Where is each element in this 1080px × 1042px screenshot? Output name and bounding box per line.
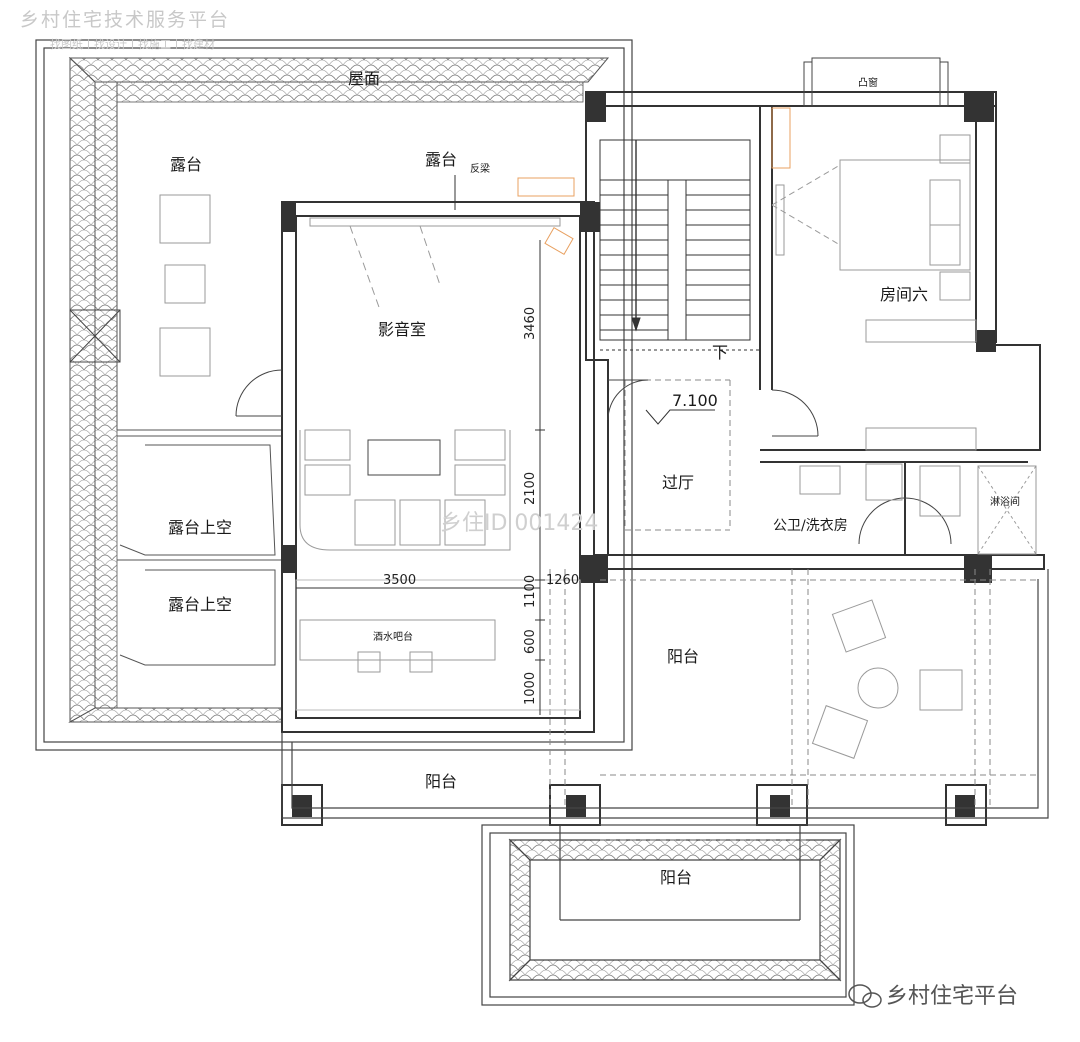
dim-3500: 3500	[383, 573, 416, 588]
vent-shaft	[69, 309, 121, 363]
roof-tile-band	[68, 56, 610, 723]
label-terrace-void-1: 露台上空	[168, 518, 232, 537]
roof-outline	[35, 39, 633, 751]
label-terrace-top: 露台	[425, 150, 457, 169]
bedroom-furniture	[771, 57, 977, 451]
dim-1100: 1100	[523, 575, 538, 608]
label-balcony-bottom: 阳台	[660, 868, 692, 887]
elevation-marker	[645, 409, 715, 425]
label-bath-laundry: 公卫/洗衣房	[773, 518, 848, 534]
label-stair-down: 下	[712, 343, 728, 362]
label-bay-window: 凸窗	[858, 76, 878, 89]
cinema-furniture	[295, 217, 581, 711]
dim-1260: 1260	[546, 573, 579, 588]
watermark-top-sub: 找图纸丨找设计丨找施工丨找建材	[50, 37, 215, 51]
label-hall: 过厅	[662, 473, 694, 492]
label-cinema: 影音室	[378, 320, 426, 339]
label-bar: 酒水吧台	[373, 630, 413, 643]
label-roof: 屋面	[348, 69, 380, 88]
watermark-bottom-right: 乡村住宅平台	[886, 984, 1018, 1009]
wechat-icon	[848, 984, 882, 1008]
label-balcony-bottom-left: 阳台	[425, 772, 457, 791]
label-terrace-void-2: 露台上空	[168, 595, 232, 614]
terrace-chairs	[159, 194, 211, 377]
terrace-lines	[116, 102, 282, 666]
label-beam: 反梁	[470, 162, 490, 175]
label-elevation: 7.100	[672, 391, 718, 410]
bath-fixtures	[799, 463, 1037, 555]
doors	[235, 369, 952, 545]
columns	[281, 92, 996, 826]
dim-2100: 2100	[523, 472, 538, 505]
beam-marker	[454, 175, 575, 255]
label-shower: 淋浴间	[990, 495, 1020, 508]
balcony-outline	[281, 569, 1049, 1006]
watermark-center: 乡住ID 001424	[440, 511, 598, 536]
watermark-top-title: 乡村住宅技术服务平台	[20, 9, 230, 31]
balcony-furniture	[811, 599, 963, 759]
dim-1000: 1000	[523, 672, 538, 705]
dimension-lines	[296, 240, 545, 715]
label-balcony-center: 阳台	[667, 647, 699, 666]
dim-600: 600	[523, 629, 538, 654]
label-terrace-left: 露台	[170, 155, 202, 174]
label-bedroom: 房间六	[880, 285, 928, 304]
dim-3460: 3460	[523, 307, 538, 340]
staircase	[599, 139, 760, 351]
